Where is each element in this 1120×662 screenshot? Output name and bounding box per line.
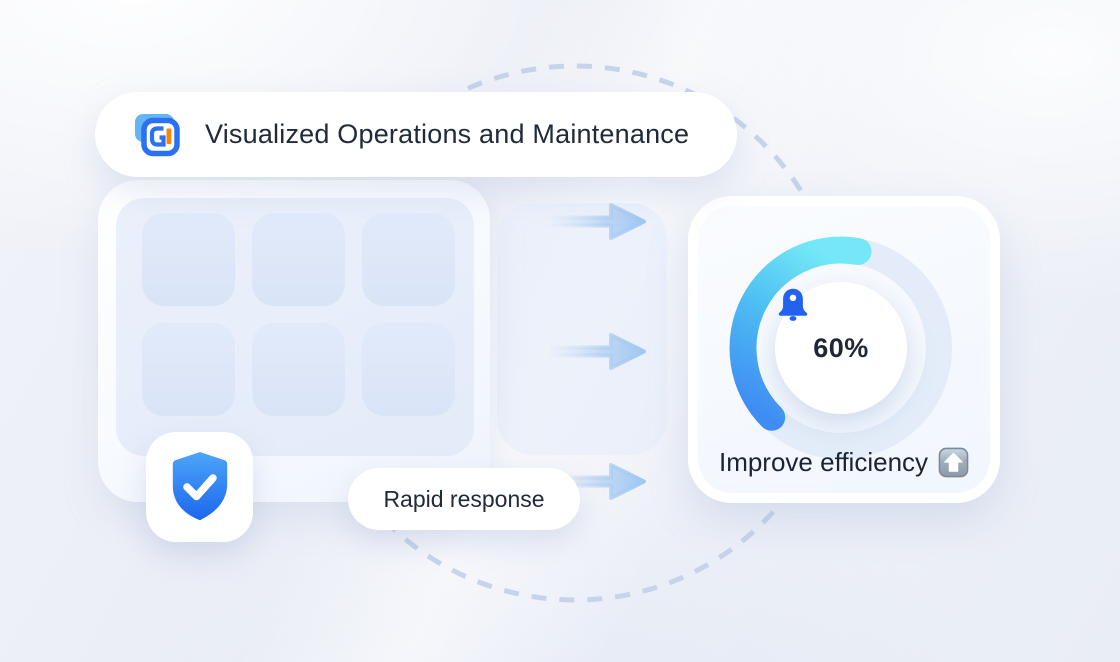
grid-tile	[252, 323, 345, 416]
efficiency-caption-text: Improve efficiency	[718, 446, 929, 477]
grid-tile	[252, 213, 345, 306]
efficiency-caption: Improve efficiency	[688, 442, 1000, 482]
efficiency-gauge: 60%	[711, 218, 971, 478]
gauge-ring	[729, 236, 952, 459]
up-arrow-emoji-icon	[938, 447, 969, 477]
rapid-response-pill: Rapid response	[348, 468, 580, 530]
arrow-right-icon	[550, 333, 646, 370]
efficiency-card: 60% Improve efficiency	[688, 196, 1000, 503]
security-badge	[146, 432, 253, 542]
tile-grid-panel	[116, 198, 474, 456]
grid-tile	[362, 213, 455, 306]
bell-icon	[778, 288, 808, 321]
arrow-right-icon	[550, 203, 646, 240]
gauge-percent-value: 60%	[813, 332, 869, 363]
rapid-response-label: Rapid response	[383, 485, 545, 512]
grid-tile	[362, 323, 455, 416]
systems-card	[98, 180, 490, 502]
header-title: Visualized Operations and Maintenance	[205, 119, 690, 149]
grid-tile	[142, 213, 235, 306]
gauge-center: 60%	[775, 282, 907, 414]
header-pill: Visualized Operations and Maintenance	[95, 92, 737, 177]
ghost-panel-decoration	[497, 203, 667, 455]
grid-tile	[142, 323, 235, 416]
monitor-chart-logo-icon	[135, 113, 180, 156]
shield-check-icon	[172, 452, 227, 521]
